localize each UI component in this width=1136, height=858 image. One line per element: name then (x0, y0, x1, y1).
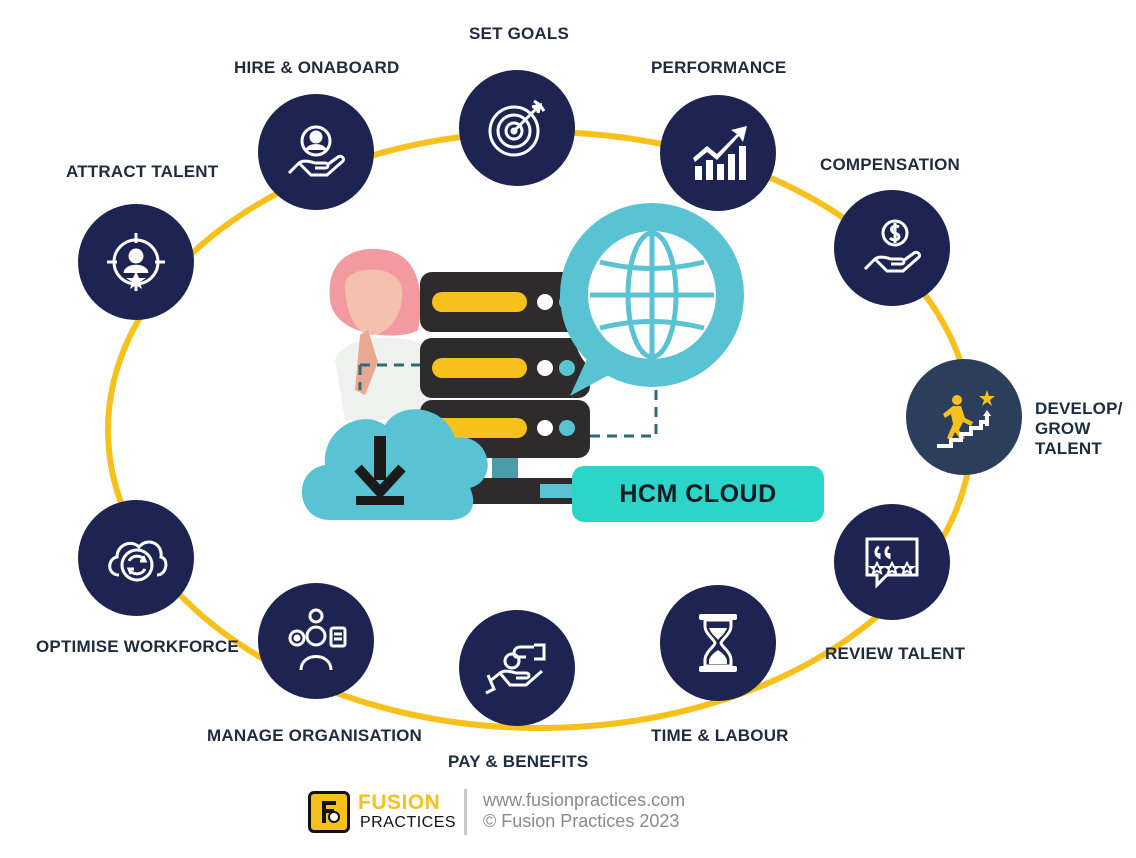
footer-url[interactable]: www.fusionpractices.com (483, 790, 686, 810)
download-cloud-illustration (301, 409, 488, 520)
node-label-performance: PERFORMANCE (651, 58, 787, 77)
person-gears-icon (288, 608, 347, 671)
brand-name-top: FUSION (358, 791, 441, 814)
node-label-optimise-workforce: OPTIMISE WORKFORCE (36, 637, 239, 656)
dashed-connectors (358, 363, 658, 438)
fusion-logo (308, 791, 350, 833)
climbing-stairs-icon (937, 390, 995, 448)
node-label-review-talent: REVIEW TALENT (825, 644, 966, 663)
fusion-logo-mark-icon (322, 801, 340, 823)
node-label-hire-onboard: HIRE & ONABOARD (234, 58, 400, 77)
footer-copyright: © Fusion Practices 2023 (483, 811, 680, 831)
node-label-time-labour: TIME & LABOUR (651, 726, 789, 745)
node-manage-organisation[interactable] (258, 583, 374, 699)
node-hire-onboard[interactable] (258, 94, 374, 210)
globe-bubble-illustration (560, 203, 744, 398)
node-develop-grow-talent[interactable] (906, 359, 1022, 475)
node-label-set-goals: SET GOALS (469, 24, 570, 43)
server-stack-illustration (420, 272, 590, 504)
hand-person-icon (287, 125, 345, 177)
hand-coin-icon (863, 219, 921, 273)
growth-chart-icon (693, 126, 747, 180)
node-label-manage-organisation: MANAGE ORGANISATION (207, 726, 423, 745)
node-attract-talent[interactable] (78, 204, 194, 320)
hourglass-icon (699, 614, 737, 672)
woman-illustration (329, 248, 432, 420)
node-label-develop-grow-talent: DEVELOP/ GROW TALENT (1035, 399, 1123, 458)
target-person-icon (107, 233, 165, 291)
node-compensation[interactable] (834, 190, 950, 306)
node-time-labour[interactable] (660, 585, 776, 701)
node-label-pay-benefits: PAY & BENEFITS (448, 752, 589, 771)
node-review-talent[interactable] (834, 504, 950, 620)
node-set-goals[interactable] (459, 70, 575, 186)
node-label-compensation: COMPENSATION (820, 155, 960, 174)
node-pay-benefits[interactable] (459, 610, 575, 726)
hcm-cloud-badge: HCM CLOUD (572, 466, 824, 522)
node-optimise-workforce[interactable] (78, 500, 194, 616)
review-stars-icon (865, 537, 919, 589)
footer-divider (464, 789, 467, 835)
cloud-cycle-icon (108, 540, 168, 582)
handshake-coin-icon (485, 643, 546, 695)
node-performance[interactable] (660, 95, 776, 211)
brand-name-bottom: PRACTICES (360, 814, 457, 831)
node-label-attract-talent: ATTRACT TALENT (66, 162, 219, 181)
target-arrow-icon (488, 99, 546, 157)
